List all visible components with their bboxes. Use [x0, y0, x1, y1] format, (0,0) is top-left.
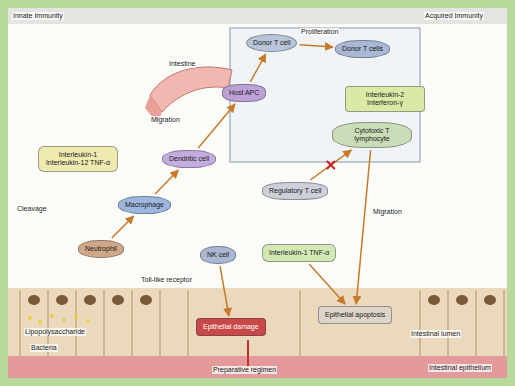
cell-node: Host APC: [222, 84, 266, 102]
cell-nuclei: [28, 295, 496, 305]
figure-label: Innate Immunity: [12, 12, 64, 20]
cell-node: NK cell: [200, 246, 236, 264]
epithelial-cells: [20, 290, 504, 356]
figure-label: Acquired Immunity: [424, 12, 484, 20]
figure-label: Intestinal epithelium: [428, 364, 492, 372]
regimen-arrow: [247, 340, 249, 366]
cell-label: Donor T cell: [253, 39, 290, 47]
cell-label: Interleukin-1 Interleukin-12 TNF-α: [45, 151, 111, 167]
cell-node: Interleukin-1 Interleukin-12 TNF-α: [38, 146, 118, 172]
cell-label: Donor T cells: [342, 45, 383, 53]
cell-label: Epithelial apoptosis: [325, 311, 385, 319]
cell-node: Dendritic cell: [162, 150, 216, 168]
connector-arrow: [220, 266, 229, 316]
cell-label: Dendritic cell: [169, 155, 209, 163]
cell-label: Neutrophil: [85, 245, 117, 253]
cell-label: Interleukin-2 Interferon-γ: [352, 91, 418, 107]
figure-label: Proliferation: [300, 28, 339, 36]
figure-label: Lipopolysaccharide: [24, 328, 86, 336]
epithelium: [8, 288, 507, 358]
connector-arrow: [309, 264, 345, 304]
cell-node: Interleukin-2 Interferon-γ: [345, 86, 425, 112]
connector-arrow: [356, 150, 370, 304]
cell-label: Macrophage: [125, 201, 164, 209]
cell-node: Donor T cells: [335, 40, 390, 58]
cell-label: Host APC: [229, 89, 259, 97]
cell-label: Epithelial damage: [203, 323, 259, 331]
lps-dots: [28, 314, 90, 324]
cell-node: Interleukin-1 TNF-α: [262, 244, 336, 262]
connector-arrow: [250, 54, 265, 82]
cell-node: Epithelial damage: [196, 318, 266, 336]
figure-label: Migration: [150, 116, 181, 124]
cell-label: Interleukin-1 TNF-α: [269, 249, 329, 257]
connector-arrow: [198, 104, 235, 148]
figure-label: Preparative regimen: [212, 366, 277, 374]
cell-label: NK cell: [207, 251, 229, 259]
panel: [8, 8, 507, 378]
figure-label: Intestine: [168, 60, 196, 68]
cell-node: Epithelial apoptosis: [318, 306, 392, 324]
cell-node: Cytotoxic T lymphocyte: [332, 122, 412, 148]
figure-label: Toll-like receptor: [140, 276, 193, 284]
figure-label: Intestinal lumen: [410, 330, 461, 338]
figure-label: Cleavage: [16, 205, 48, 213]
figure-label: Bacteria: [30, 344, 58, 352]
block-mark: [327, 161, 335, 169]
cell-node: Neutrophil: [78, 240, 124, 258]
connector-arrow: [310, 150, 351, 180]
cell-label: Cytotoxic T lymphocyte: [339, 127, 405, 143]
cell-node: Regulatory T cell: [262, 182, 328, 200]
connector-arrow: [299, 45, 333, 47]
connector-arrow: [155, 170, 178, 194]
cell-node: Macrophage: [118, 196, 171, 214]
lamina: [8, 356, 507, 378]
connector-arrow: [112, 216, 134, 238]
intestine-organ: [150, 67, 232, 112]
inset-box: [230, 28, 420, 162]
header-bar: [8, 8, 507, 24]
figure-label: Migration: [372, 208, 403, 216]
cell-label: Regulatory T cell: [269, 187, 321, 195]
